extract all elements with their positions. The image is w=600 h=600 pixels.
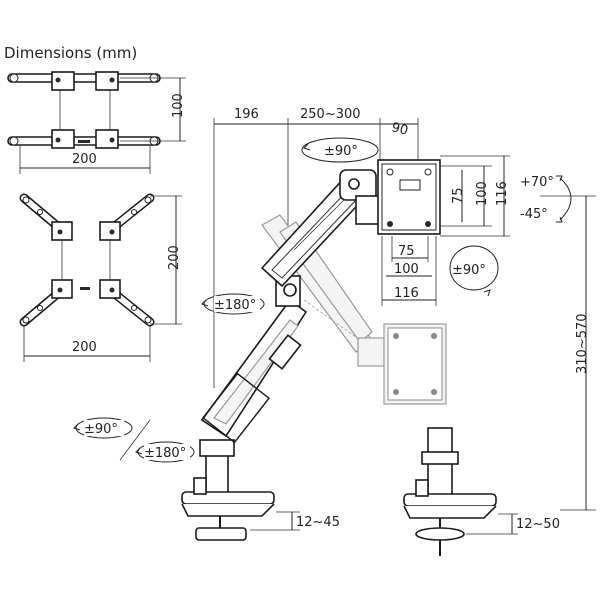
tilt-down-label: -45°	[520, 207, 548, 222]
diagram-title: Dimensions (mm)	[4, 44, 137, 62]
plate-height-75: 75	[451, 187, 466, 204]
elbow-swivel-symbol: ±180°	[201, 293, 265, 315]
plate-depth-label: 90	[390, 120, 410, 139]
reach-dimensions: 196 250~300 90	[213, 107, 419, 388]
reach-base-label: 196	[234, 107, 259, 122]
height-range-label: 310~570	[575, 313, 590, 374]
tilt-range-label: ±90°	[324, 144, 358, 159]
plate-height-116: 116	[495, 181, 510, 206]
reach-arm-label: 250~300	[300, 107, 361, 122]
vesa-large-height-label: 200	[167, 245, 182, 270]
grommet-thickness-label: 12~50	[516, 517, 560, 532]
vesa-small-width-label: 200	[72, 152, 97, 167]
base-swivel-symbols: ±90° ±180°	[73, 417, 195, 463]
base-swivel-b-label: ±180°	[144, 446, 186, 461]
monitor-arm	[181, 159, 497, 556]
base-swivel-a-label: ±90°	[84, 422, 118, 437]
plate-rotation-symbol: ±90°	[449, 245, 499, 297]
vesa-large-width-label: 200	[72, 340, 97, 355]
vesa-small-height-label: 100	[171, 93, 186, 118]
clamp-thickness-label: 12~45	[296, 515, 340, 530]
tilt-rotation-symbol: ±90°	[301, 137, 379, 163]
plate-width-116: 116	[394, 286, 419, 301]
clamp-thickness-dimensions: 12~45 12~50	[250, 511, 560, 535]
height-range-dimension: 310~570	[540, 195, 596, 511]
vesa-adapter-200: 200 200	[19, 193, 182, 362]
tilt-up-label: +70°	[520, 175, 554, 190]
plate-dimensions: 75 100 116 75 100 116	[381, 155, 510, 306]
rotation-label: ±90°	[452, 263, 486, 278]
plate-width-75: 75	[398, 244, 415, 259]
plate-width-100: 100	[394, 262, 419, 277]
plate-height-100: 100	[475, 181, 490, 206]
vesa-adapter-100: 100 200	[7, 71, 186, 174]
tilt-up-down: +70° -45°	[520, 175, 572, 223]
elbow-swivel-label: ±180°	[214, 298, 256, 313]
